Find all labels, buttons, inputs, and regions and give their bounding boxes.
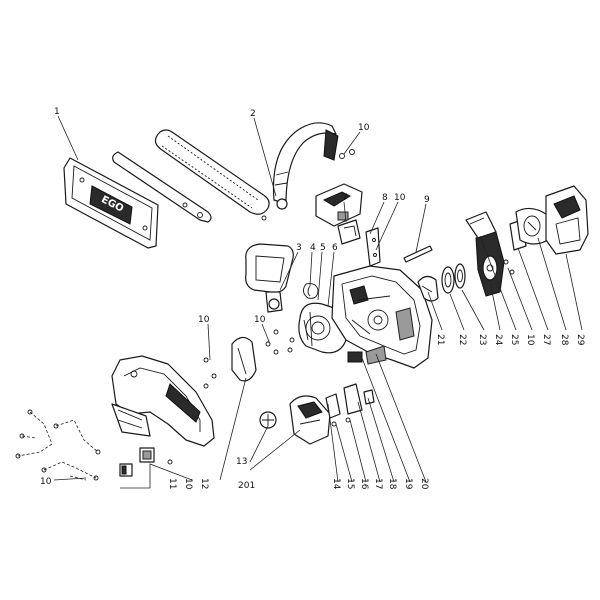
callout-8: 8 (382, 193, 388, 203)
part-28-knob (515, 207, 549, 245)
callout-21: 21 (435, 334, 445, 345)
part-3-brake-handle (245, 243, 294, 313)
loose-screws (203, 329, 279, 389)
callout-13: 13 (236, 457, 247, 467)
part-25-cover-inner (465, 211, 497, 239)
part-201-sprocket-cover (289, 395, 331, 445)
part-1-bar-cover: EGO (63, 157, 159, 249)
part-5-spring (303, 283, 319, 299)
callout-15: 15 (345, 478, 355, 489)
callout-7: 7 (342, 193, 348, 203)
callout-201: 201 (238, 481, 255, 491)
part-21-chain-catch (417, 275, 439, 302)
callout-18: 18 (387, 478, 397, 490)
part-29-side-cover (545, 185, 589, 255)
guide-bar (112, 151, 212, 223)
callout-16: 16 (359, 478, 369, 490)
callout-10: 10 (40, 477, 52, 487)
callout-11: 11 (167, 478, 177, 489)
callout-27: 27 (541, 334, 551, 345)
callout-17: 17 (373, 478, 383, 489)
saw-chain (154, 129, 270, 215)
part-9-pin (403, 245, 433, 263)
callout-25: 25 (509, 334, 519, 345)
part-8-bracket (365, 227, 381, 267)
part-23-ring (454, 263, 466, 289)
part-2-handle (261, 122, 339, 221)
callout-10: 10 (183, 478, 193, 490)
part-12-trigger (231, 336, 257, 382)
screw-cluster-left (15, 409, 101, 481)
callout-10: 10 (525, 334, 535, 346)
callout-6: 6 (332, 243, 338, 253)
callout-24: 24 (493, 334, 503, 346)
controller-assembly (315, 183, 363, 245)
callout-28: 28 (559, 334, 569, 346)
callout-10: 10 (198, 315, 210, 325)
callout-3: 3 (296, 243, 302, 253)
callout-23: 23 (477, 334, 487, 345)
callout-4: 4 (310, 243, 316, 253)
callout-2: 2 (250, 109, 256, 119)
callout-1: 1 (54, 107, 60, 117)
callout-14: 14 (331, 478, 341, 490)
part-24-sprocket (475, 231, 505, 297)
callout-9: 9 (424, 195, 430, 205)
callout-10: 10 (358, 123, 370, 133)
callout-29: 29 (575, 334, 585, 346)
callout-10: 10 (254, 315, 266, 325)
part-11-switch (119, 447, 173, 477)
main-housing (331, 265, 433, 369)
callout-22: 22 (457, 334, 467, 345)
rear-handle-housing (111, 355, 215, 447)
part-22-washer (441, 266, 455, 294)
callout-5: 5 (320, 243, 326, 253)
callout-12: 12 (199, 478, 209, 489)
screws-top (339, 149, 355, 159)
callout-10: 10 (394, 193, 406, 203)
parts-14-20-hardware (325, 345, 387, 427)
callout-20: 20 (419, 478, 429, 490)
part-13-oil-cap (259, 411, 277, 429)
leader-lines (53, 115, 583, 489)
callout-19: 19 (403, 478, 413, 490)
callout-numbers: 1 2 10 7 8 10 9 3 4 5 6 10 10 21 22 23 2… (40, 107, 585, 491)
